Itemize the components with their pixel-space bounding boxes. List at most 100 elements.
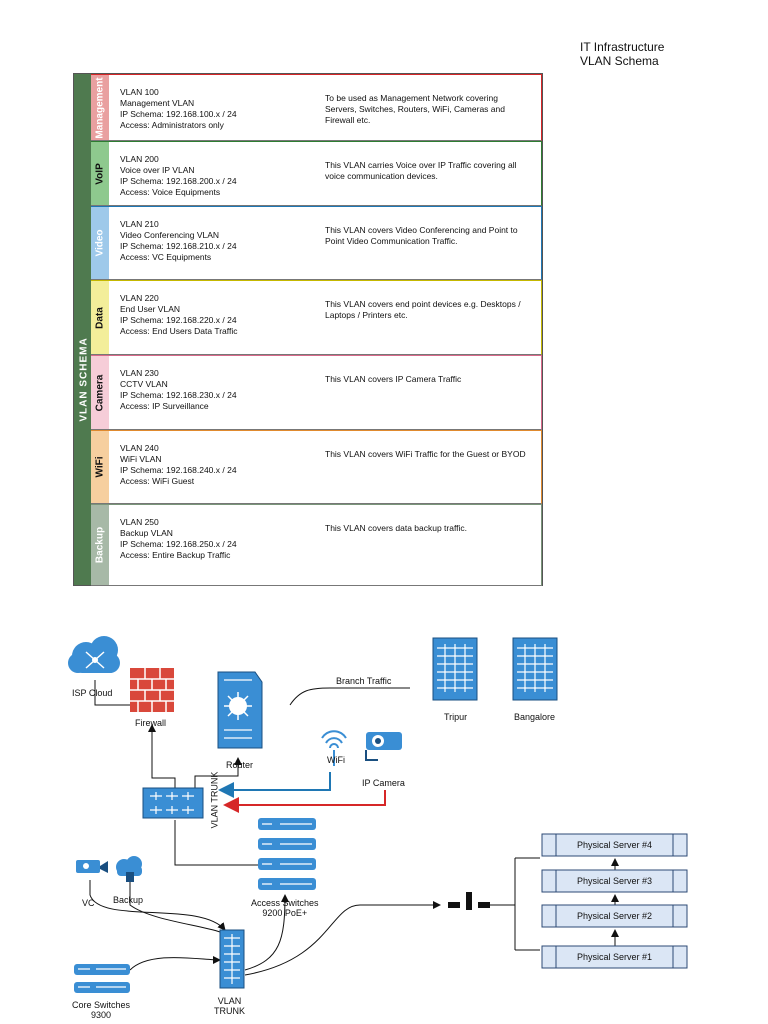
vlan-id: VLAN 250 [120,517,159,527]
ip-camera-icon [365,732,402,761]
title-line-1: IT Infrastructure [580,40,665,54]
vlan-name: CCTV VLAN [120,379,168,389]
vlan-ip: IP Schema: 192.168.210.x / 24 [120,241,237,251]
core-trunk-switch-icon [219,929,245,989]
vlan-ip: IP Schema: 192.168.220.x / 24 [120,315,237,325]
vlan-description: To be used as Management Network coverin… [325,93,505,125]
backup-label: Backup [113,895,144,905]
vlan-schema-strip: VLAN SCHEMA [74,74,91,585]
vc-to-core-line [89,880,226,931]
trunk-to-connector-line [244,901,441,976]
server-connector-icon [448,892,490,910]
camera-vlan-arrow [223,790,386,813]
firewall-icon [130,668,174,712]
access-switches-label: Access Switches 9200 PoE+ [251,898,319,918]
vlan-id: VLAN 230 [120,368,159,378]
vlan-ip: IP Schema: 192.168.100.x / 24 [120,109,237,119]
physical-server-box [541,833,688,857]
switch-to-router-line [194,757,242,788]
switch-to-firewall-line [148,724,176,788]
physical-server-box [541,945,688,969]
bangalore-label: Bangalore [514,712,556,722]
vlan-name: WiFi VLAN [120,454,162,464]
vlan-tag: Backup [91,505,109,585]
vlan-name: End User VLAN [120,304,180,314]
vlan-trunk-bottom-label: VLAN TRUNK [214,996,245,1016]
access-to-switch-line [174,820,258,866]
vlan-access: Access: End Users Data Traffic [120,326,238,336]
physical-servers [541,833,688,969]
vc-camera-icon [76,860,108,873]
vlan-access: Access: WiFi Guest [120,476,195,486]
vlan-ip: IP Schema: 192.168.250.x / 24 [120,539,237,549]
router-label: Router [226,760,254,770]
physical-server-box [541,869,688,893]
vlan-id: VLAN 200 [120,154,159,164]
vlan-id: VLAN 210 [120,219,159,229]
vlan-tag: Video [91,207,109,279]
router-icon [217,671,263,749]
vlan-id: VLAN 240 [120,443,159,453]
wifi-label: WiFi [327,755,345,765]
vlan-tag: WiFi [91,431,109,503]
physical-server-label: Physical Server #4 [576,840,653,850]
vlan-ip: IP Schema: 192.168.230.x / 24 [120,390,237,400]
branch-traffic-label: Branch Traffic [336,676,392,686]
vlan-access: Access: IP Surveillance [120,401,209,411]
core-switches-icon [74,964,130,993]
vlan-access: Access: Entire Backup Traffic [120,550,231,560]
isp-to-firewall-line [94,680,130,706]
vlan-id: VLAN 100 [120,87,159,97]
vlan-access: Access: VC Equipments [120,252,212,262]
vlan-description: This VLAN covers data backup traffic. [325,523,468,533]
building-icon-tripur [432,637,478,701]
vlan-ip: IP Schema: 192.168.240.x / 24 [120,465,237,475]
backup-to-core-line [129,880,221,933]
vlan-tag: VoIP [91,142,109,205]
connection-lines [89,680,619,976]
distribution-switch-icon [142,787,204,819]
vlan-trunk-vertical-label: VLAN TRUNK [209,771,220,829]
vlan-name: Video Conferencing VLAN [120,230,220,240]
vlan-tag: Management [91,75,109,140]
vlan-name: Backup VLAN [120,528,173,538]
wifi-icon [321,730,347,766]
trunk-to-access-line [244,894,289,971]
vlan-description: This VLAN covers Video Conferencing and … [325,225,518,246]
router-branch-line [289,687,410,706]
vlan-id: VLAN 220 [120,293,159,303]
ip-camera-label: IP Camera [362,778,405,788]
page-title: IT Infrastructure VLAN Schema [580,40,664,68]
building-icon-bangalore [512,637,558,701]
connector-to-servers-line [490,857,540,951]
backup-cloud-icon [116,856,142,882]
vlan-description: This VLAN covers WiFi Traffic for the Gu… [325,449,526,459]
vlan-ip: IP Schema: 192.168.200.x / 24 [120,176,237,186]
core-switches-label: Core Switches 9300 [72,1000,131,1020]
physical-server-label: Physical Server #2 [576,911,653,921]
vlan-name: Voice over IP VLAN [120,165,195,175]
vlan-description: This VLAN covers end point devices e.g. … [325,299,521,320]
vlan-tag: Data [91,281,109,354]
tripur-label: Tripur [444,712,468,722]
cloud-icon [68,636,120,673]
vlan-description: This VLAN covers IP Camera Traffic [325,374,462,384]
vlan-access: Access: Voice Equipments [120,187,221,197]
vc-label: VC [82,898,95,908]
